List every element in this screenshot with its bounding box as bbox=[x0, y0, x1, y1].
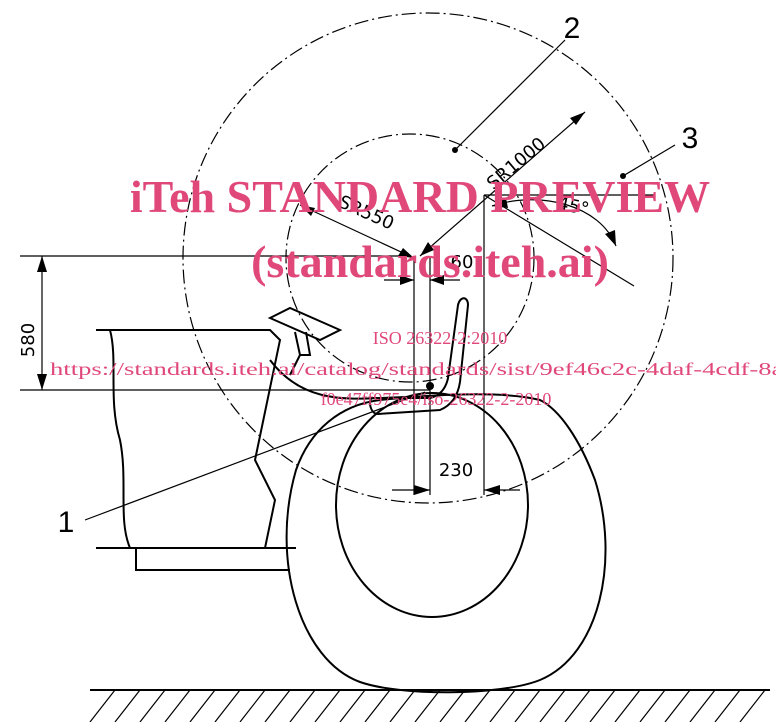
callout-2: 2 bbox=[564, 12, 581, 45]
watermark-subtitle: (standards.iteh.ai) bbox=[251, 236, 609, 287]
dimension-angle-45 bbox=[483, 194, 655, 287]
callout-1: 1 bbox=[58, 506, 75, 539]
rear-wheel bbox=[285, 392, 607, 694]
dimension-sr1000 bbox=[419, 111, 586, 257]
watermark-url-2: f0e47ff975e4/iso-26322-2-2010 bbox=[321, 389, 552, 409]
callout-3-leader bbox=[622, 144, 676, 177]
watermark-url-1: https://standards.iteh.ai/catalog/standa… bbox=[50, 359, 776, 379]
watermark-title: iTeh STANDARD PREVIEW bbox=[130, 171, 710, 222]
dimension-580 bbox=[20, 255, 430, 391]
sr550-clearance-zone bbox=[285, 133, 535, 383]
sr1000-clearance-zone bbox=[182, 12, 674, 504]
wheel-rim bbox=[335, 392, 529, 618]
callout-2-leader bbox=[454, 39, 566, 151]
dim-580-label: 580 bbox=[18, 323, 39, 357]
callout-3: 3 bbox=[682, 122, 699, 155]
dim-60-label: 60 bbox=[451, 252, 474, 273]
steering-wheel bbox=[267, 306, 343, 376]
dim-230-label: 230 bbox=[439, 460, 473, 481]
ground-hatching bbox=[89, 689, 770, 722]
dimension-60 bbox=[384, 275, 460, 285]
dimension-230 bbox=[392, 485, 520, 495]
watermark-iso: ISO 26322-2:2010 bbox=[373, 328, 508, 348]
dimension-sr550 bbox=[299, 204, 415, 259]
watermark: iTeh STANDARD PREVIEW (standards.iteh.ai… bbox=[50, 171, 776, 409]
callout-1-leader bbox=[84, 391, 426, 521]
